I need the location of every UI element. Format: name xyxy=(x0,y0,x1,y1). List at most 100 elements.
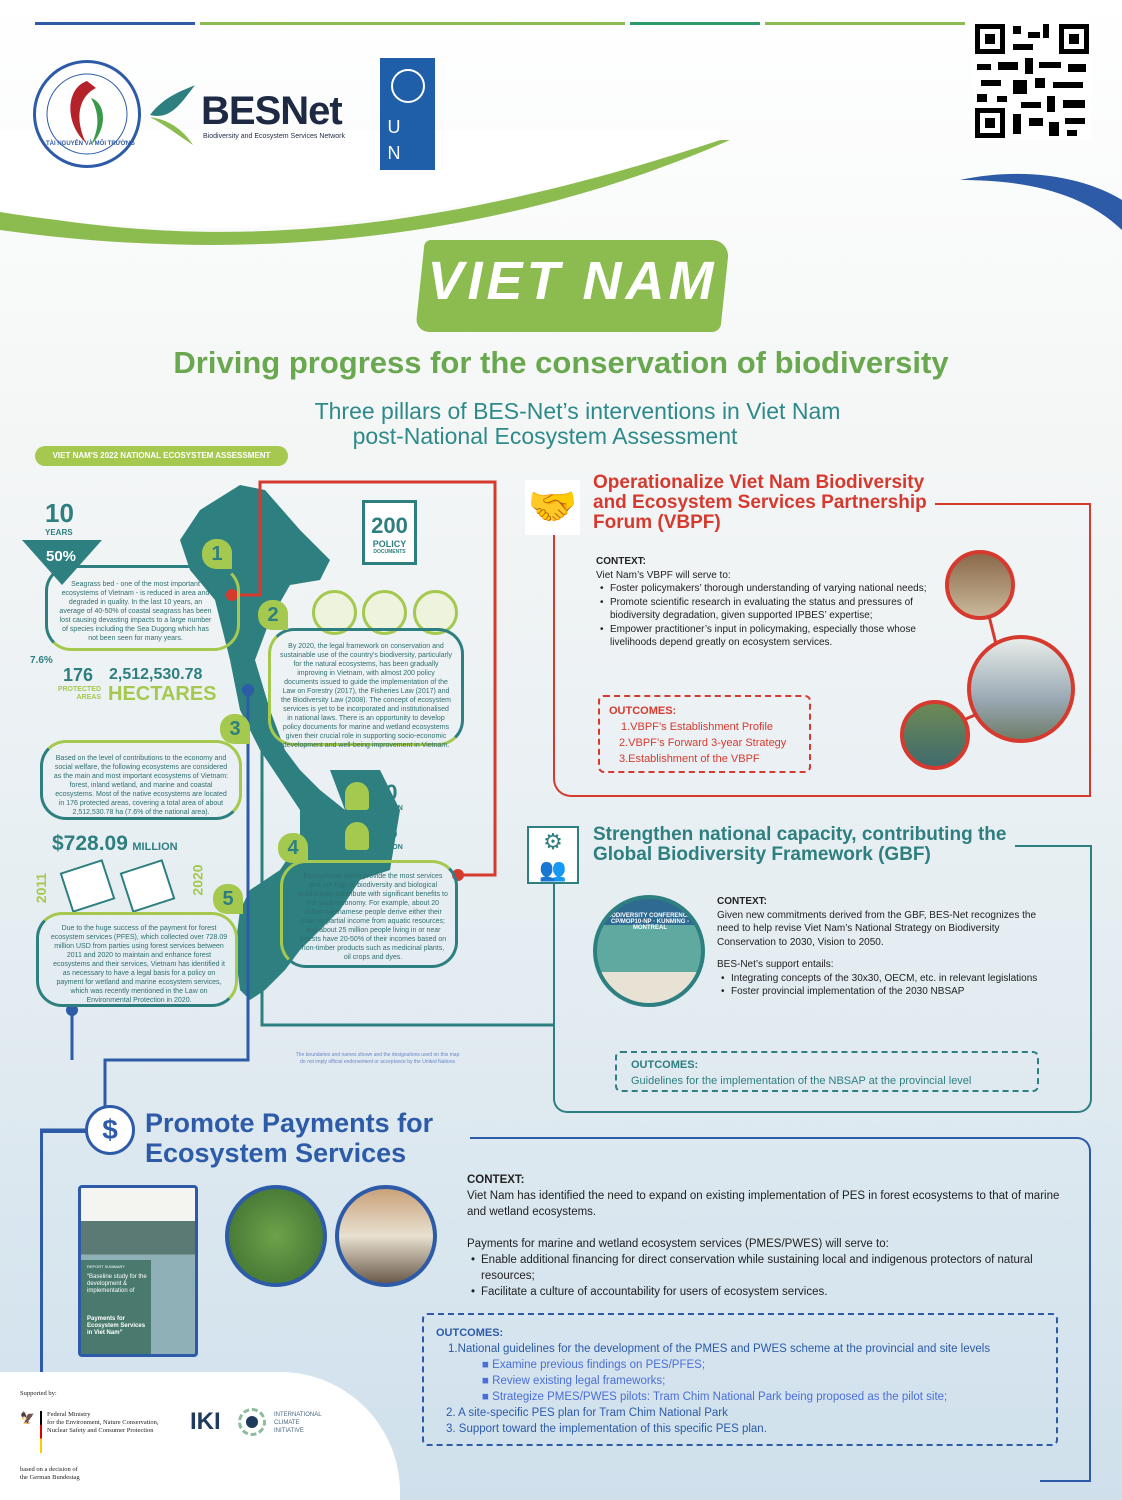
pillar1-number: 1 xyxy=(202,539,232,569)
monre-logo: TÀI NGUYÊN VÀ MÔI TRƯỜNG xyxy=(33,60,141,168)
iki-line: INITIATIVE xyxy=(274,1428,304,1434)
report-cover[interactable]: REPORT SUMMARY “Baseline study for the d… xyxy=(78,1185,198,1357)
pillar3-number: 3 xyxy=(220,714,250,744)
gbf-outcomes-label: OUTCOMES: xyxy=(631,1059,699,1071)
undp-logo: UNDP xyxy=(380,58,435,215)
gbf-frame-top xyxy=(1015,845,1092,847)
vbpf-photo-forest xyxy=(900,700,970,770)
iki-line: INTERNATIONAL xyxy=(274,1412,322,1418)
pes-outcomes-box: OUTCOMES: 1.National guidelines for the … xyxy=(422,1313,1058,1446)
vbpf-context: CONTEXT: Viet Nam’s VBPF will serve to: … xyxy=(596,555,931,650)
footer-white-area xyxy=(0,1372,400,1500)
vbpf-frame xyxy=(553,503,1091,797)
pes-title-line2: Ecosystem Services xyxy=(145,1138,407,1168)
gbf-photo-conference: BIODIVERSITY CONFERENCE · CP/MOP10-NP · … xyxy=(593,895,705,1007)
undp-letters: UNDP xyxy=(387,117,417,215)
stat-728-amount: $728.09 xyxy=(52,832,128,855)
handshake-group-icon: 🤝 xyxy=(525,480,580,535)
iki-text: INTERNATIONAL CLIMATE INITIATIVE xyxy=(274,1411,322,1435)
besnet-tagline: Biodiversity and Ecosystem Services Netw… xyxy=(203,133,345,140)
besnet-logo: BESNet Biodiversity and Ecosystem Servic… xyxy=(145,85,360,145)
stat-documents: DOCUMENTS xyxy=(373,549,406,555)
pes-context-text: Viet Nam has identified the need to expa… xyxy=(467,1190,1060,1218)
bmu-line: Federal Ministry xyxy=(47,1411,91,1418)
person-icon-2 xyxy=(345,822,369,850)
wildlife-icon xyxy=(413,590,458,635)
pillar1-text: Seagrass bed - one of the most important… xyxy=(59,581,212,642)
vbpf-bullet: Foster policymakers’ thorough understand… xyxy=(596,582,931,596)
pes-sub-outcome: ■ Examine previous findings on PES/PFES; xyxy=(482,1359,706,1371)
besnet-name: BESNet xyxy=(201,89,343,133)
assessment-label: VIET NAM'S 2022 NATIONAL ECOSYSTEM ASSES… xyxy=(35,446,288,466)
gbf-photo-caption: BIODIVERSITY CONFERENCE · CP/MOP10-NP · … xyxy=(605,913,695,931)
qr-code[interactable] xyxy=(973,22,1091,140)
vbpf-frame-top xyxy=(935,503,1091,505)
stat-7-6-pct: 7.6% xyxy=(30,655,53,666)
pes-frame xyxy=(470,1137,1091,1482)
pes-sub-outcome-text: Review existing legal frameworks; xyxy=(492,1375,666,1387)
gbf-context-label: CONTEXT: xyxy=(717,896,767,907)
subtitle-line1: Three pillars of BES-Net’s interventions… xyxy=(314,398,841,424)
pes-outcome-3: 3. Support toward the implementation of … xyxy=(446,1423,767,1435)
fish-icon xyxy=(362,590,407,635)
banner-text: VIET NAM xyxy=(427,251,718,311)
decision-line: the German Bundestag xyxy=(20,1474,80,1481)
vbpf-outcomes-label: OUTCOMES: xyxy=(609,705,677,717)
person-icon-1 xyxy=(345,782,369,810)
pillar3-text: Based on the level of contributions to t… xyxy=(53,755,229,816)
document-icons xyxy=(59,859,176,913)
pes-outcomes-label: OUTCOMES: xyxy=(436,1327,504,1339)
stat-200: 200 xyxy=(371,513,408,538)
pillar5-number: 5 xyxy=(213,884,243,914)
year-2020: 2020 xyxy=(189,864,206,896)
pes-context: CONTEXT: Viet Nam has identified the nee… xyxy=(467,1172,1067,1300)
map-disclaimer: The boundaries and names shown and the d… xyxy=(270,1052,485,1066)
pes-sub-outcome: ■ Strategize PMES/PWES pilots: Tram Chim… xyxy=(482,1391,948,1403)
pes-photo-wetland xyxy=(225,1185,327,1287)
stat-hectares-label: HECTARES xyxy=(108,683,217,705)
vbpf-photo-group xyxy=(967,635,1075,743)
vbpf-photo-meeting xyxy=(945,550,1015,620)
monre-logo-text: TÀI NGUYÊN VÀ MÔI TRƯỜNG xyxy=(46,141,135,147)
vbpf-outcome: 3.Establishment of the VBPF xyxy=(619,753,760,765)
pes-serve-intro: Payments for marine and wetland ecosyste… xyxy=(467,1238,889,1250)
stat-20: 20 xyxy=(373,780,398,805)
pillar5-box xyxy=(36,912,238,1007)
vbpf-bullet: Empower practitioner’s input in policyma… xyxy=(596,623,931,650)
bmu-text: Federal Ministry for the Environment, Na… xyxy=(47,1411,159,1435)
vbpf-context-intro: Viet Nam’s VBPF will serve to: xyxy=(596,569,731,581)
gbf-context-text: Given new commitments derived from the G… xyxy=(717,909,1037,948)
pes-outcome-2: 2. A site-specific PES plan for Tram Chi… xyxy=(446,1407,728,1419)
pes-title: Promote Payments for Ecosystem Services xyxy=(145,1108,433,1168)
vbpf-outcome: 2.VBPF’s Forward 3-year Strategy xyxy=(619,737,787,749)
pes-context-label: CONTEXT: xyxy=(467,1174,525,1186)
top-line-green2 xyxy=(765,22,965,25)
gbf-outcomes-text: Guidelines for the implementation of the… xyxy=(631,1075,972,1087)
stat-25-unit: MILLION xyxy=(374,844,403,851)
gbf-frame xyxy=(553,845,1092,1113)
cover-title: Payments for Ecosystem Services in Viet … xyxy=(87,1316,146,1336)
disclaimer-line2: do not imply official endorsement or acc… xyxy=(300,1059,455,1065)
disclaimer-line1: The boundaries and names shown and the d… xyxy=(295,1052,460,1058)
pes-bullet: Enable additional financing for direct c… xyxy=(467,1252,1067,1284)
top-line-green xyxy=(200,22,625,25)
pes-title-line1: Promote Payments for xyxy=(145,1108,434,1138)
cover-label: REPORT SUMMARY xyxy=(87,1264,126,1269)
pillar4-text: Ecosystems which provide the most servic… xyxy=(298,873,448,961)
bmu-line: for the Environment, Nature Conservation… xyxy=(47,1419,159,1426)
gbf-support-intro: BES-Net’s support entails: xyxy=(717,959,834,970)
iki-logo-text: IKI xyxy=(190,1408,221,1435)
pes-outcome-1: 1.National guidelines for the developmen… xyxy=(448,1343,991,1355)
stat-728: $728.09 MILLION xyxy=(52,832,178,856)
pes-photo-workshop xyxy=(335,1185,437,1287)
stat-20-unit: MILLION xyxy=(374,805,403,812)
stat-728-unit: MILLION xyxy=(132,841,178,853)
gbf-outcomes-box: OUTCOMES: Guidelines for the implementat… xyxy=(615,1051,1039,1092)
vbpf-title: Operationalize Viet Nam Biodiversity and… xyxy=(593,472,927,533)
stat-protected-areas: PROTECTED AREAS xyxy=(57,686,101,701)
subtitle-line2: post-National Ecosystem Assessment xyxy=(352,423,738,449)
pes-frame-left xyxy=(40,1130,108,1380)
year-2011: 2011 xyxy=(33,872,50,904)
cover-quote: “Baseline study for the development & im… xyxy=(87,1274,147,1294)
decision-line: based on a decision of xyxy=(20,1466,78,1473)
